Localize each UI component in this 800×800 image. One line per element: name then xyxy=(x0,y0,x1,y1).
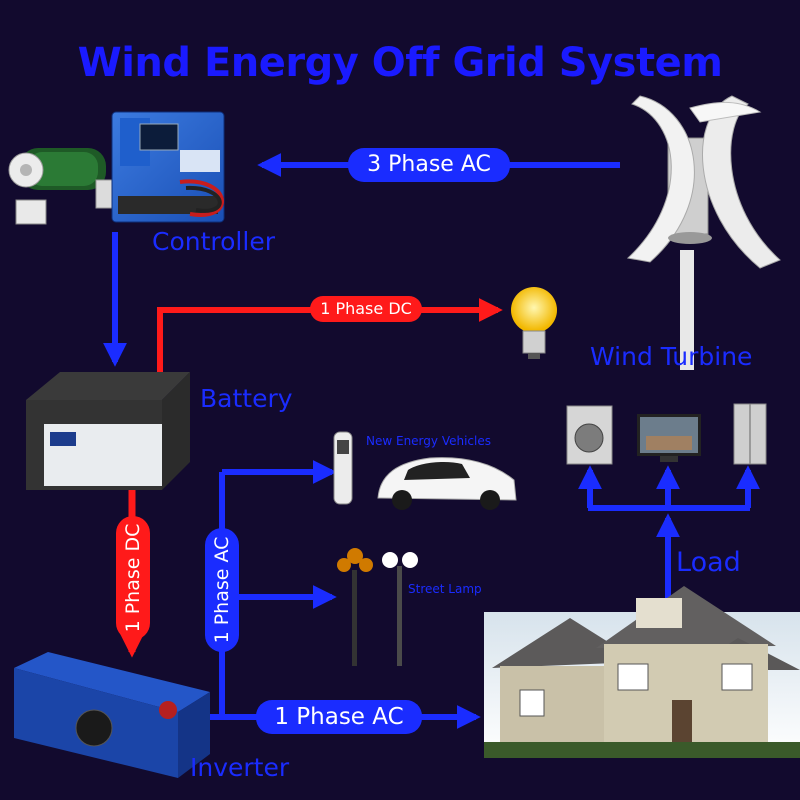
inverter-unit xyxy=(14,652,210,778)
dump-load-resistor xyxy=(8,148,113,225)
pill-1-phase-ac-vertical-text: 1 Phase AC xyxy=(211,536,233,644)
pill-1-phase-ac-bottom: 1 Phase AC xyxy=(256,700,422,734)
street-lamps xyxy=(337,548,418,666)
ev-charger-and-car xyxy=(333,431,517,510)
label-battery: Battery xyxy=(200,384,293,413)
label-inverter: Inverter xyxy=(190,753,290,782)
label-load: Load xyxy=(676,547,741,578)
pill-1-phase-dc-top: 1 Phase DC xyxy=(310,296,422,322)
pill-1-phase-dc-vertical-text: 1 Phase DC xyxy=(122,523,144,633)
label-street-lamp: Street Lamp xyxy=(408,582,482,596)
television xyxy=(637,414,701,462)
battery-unit xyxy=(26,372,190,490)
label-new-energy-vehicles: New Energy Vehicles xyxy=(366,434,491,448)
pill-3-phase-ac: 3 Phase AC xyxy=(348,148,510,182)
wind-turbine xyxy=(626,95,781,370)
diagram-title: Wind Energy Off Grid System xyxy=(77,40,723,86)
washing-machine xyxy=(566,405,613,465)
pill-1-phase-dc-vertical: 1 Phase DC xyxy=(116,516,150,640)
refrigerator xyxy=(733,403,767,465)
pill-1-phase-ac-vertical: 1 Phase AC xyxy=(205,528,239,652)
house xyxy=(484,586,800,758)
label-controller: Controller xyxy=(152,227,275,256)
controller-unit xyxy=(111,111,225,223)
label-wind-turbine: Wind Turbine xyxy=(590,342,753,371)
light-bulb xyxy=(511,287,557,359)
